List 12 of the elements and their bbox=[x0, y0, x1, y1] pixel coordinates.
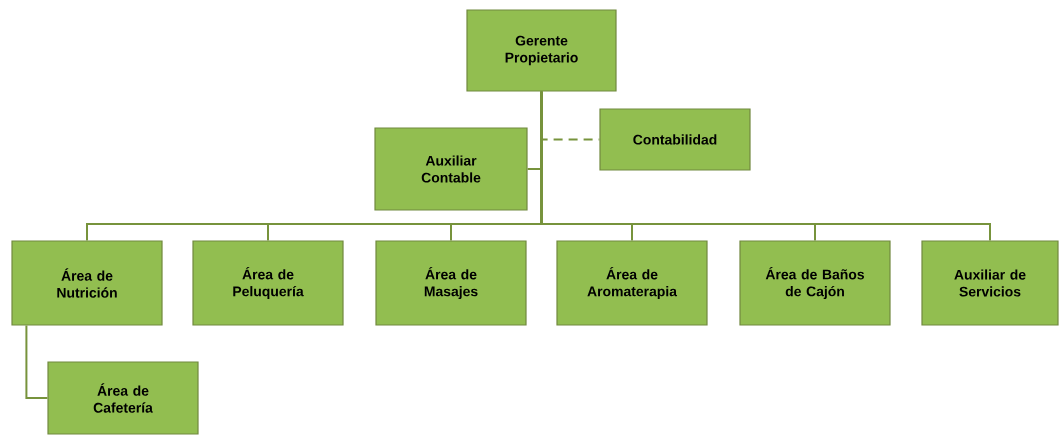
org-box: Auxiliar de Servicios bbox=[921, 240, 1059, 326]
org-box: Gerente Propietario bbox=[466, 9, 617, 92]
connector-line bbox=[540, 90, 991, 242]
org-box: Auxiliar Contable bbox=[374, 127, 528, 211]
org-box: Área de Aromaterapia bbox=[556, 240, 708, 326]
org-box: Área de Masajes bbox=[375, 240, 527, 326]
connector-line bbox=[25, 324, 49, 399]
org-box: Área de Cafetería bbox=[47, 361, 199, 435]
org-box: Área de Baños de Cajón bbox=[739, 240, 891, 326]
org-box: Área de Peluquería bbox=[192, 240, 344, 326]
org-box: Área de Nutrición bbox=[11, 240, 163, 326]
org-box: Contabilidad bbox=[599, 108, 751, 171]
